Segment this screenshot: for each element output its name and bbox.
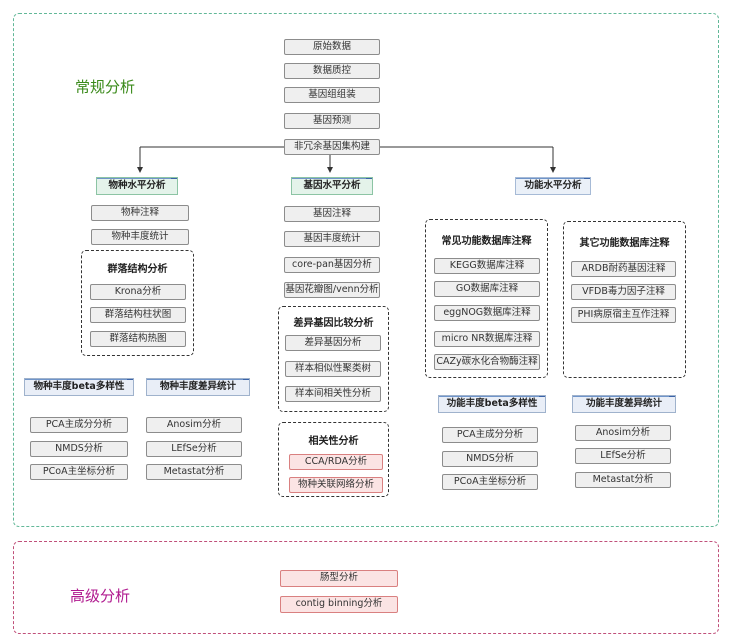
gene-abundance-stats[interactable]: 基因丰度统计 bbox=[284, 231, 380, 247]
gene-level-header: 基因水平分析 bbox=[291, 177, 373, 195]
other-function-db-group bbox=[563, 221, 686, 378]
eggnog-annotation[interactable]: eggNOG数据库注释 bbox=[434, 305, 540, 321]
community-structure-title: 群落结构分析 bbox=[107, 264, 168, 275]
diff-gene-compare-title: 差异基因比较分析 bbox=[293, 318, 374, 329]
pipeline-step-gene-prediction[interactable]: 基因预测 bbox=[284, 113, 380, 129]
other-function-db-title: 其它功能数据库注释 bbox=[579, 238, 670, 249]
community-structure-group bbox=[81, 250, 194, 356]
community-bar-chart[interactable]: 群落结构柱状图 bbox=[90, 307, 186, 323]
enterotype-analysis[interactable]: 肠型分析 bbox=[280, 570, 398, 587]
function-anosim[interactable]: Anosim分析 bbox=[575, 425, 671, 441]
correlation-title: 相关性分析 bbox=[308, 436, 359, 447]
kegg-annotation[interactable]: KEGG数据库注释 bbox=[434, 258, 540, 274]
routine-analysis-title: 常规分析 bbox=[75, 78, 136, 96]
function-nmds[interactable]: NMDS分析 bbox=[442, 451, 538, 467]
function-pca[interactable]: PCA主成分分析 bbox=[442, 427, 538, 443]
correlation-group bbox=[278, 422, 389, 497]
species-lefse[interactable]: LEfSe分析 bbox=[146, 441, 242, 457]
species-nmds[interactable]: NMDS分析 bbox=[30, 441, 128, 457]
advanced-analysis-title: 高级分析 bbox=[70, 587, 131, 605]
species-diff-stats-header: 物种丰度差异统计 bbox=[146, 378, 250, 396]
phi-annotation[interactable]: PHI病原宿主互作注释 bbox=[571, 307, 676, 323]
routine-analysis-section bbox=[13, 13, 719, 527]
go-annotation[interactable]: GO数据库注释 bbox=[434, 281, 540, 297]
ardb-annotation[interactable]: ARDB耐药基因注释 bbox=[571, 261, 676, 277]
common-function-db-title: 常见功能数据库注释 bbox=[441, 236, 532, 247]
species-pcoa[interactable]: PCoA主坐标分析 bbox=[30, 464, 128, 480]
function-level-header: 功能水平分析 bbox=[515, 177, 591, 195]
sample-correlation[interactable]: 样本间相关性分析 bbox=[285, 386, 381, 402]
pipeline-step-nonredundant-geneset[interactable]: 非冗余基因集构建 bbox=[284, 139, 380, 155]
vfdb-annotation[interactable]: VFDB毒力因子注释 bbox=[571, 284, 676, 300]
contig-binning-analysis[interactable]: contig binning分析 bbox=[280, 596, 398, 613]
function-beta-diversity-header: 功能丰度beta多样性 bbox=[438, 395, 546, 413]
species-abundance-stats[interactable]: 物种丰度统计 bbox=[91, 229, 189, 245]
community-heatmap[interactable]: 群落结构热图 bbox=[90, 331, 186, 347]
species-beta-diversity-header: 物种丰度beta多样性 bbox=[24, 378, 134, 396]
micro-nr-annotation[interactable]: micro NR数据库注释 bbox=[434, 331, 540, 347]
diff-gene-compare-group bbox=[278, 306, 389, 412]
pipeline-step-qc[interactable]: 数据质控 bbox=[284, 63, 380, 79]
function-lefse[interactable]: LEfSe分析 bbox=[575, 448, 671, 464]
sample-cluster-tree[interactable]: 样本相似性聚类树 bbox=[285, 361, 381, 377]
species-metastat[interactable]: Metastat分析 bbox=[146, 464, 242, 480]
krona-analysis[interactable]: Krona分析 bbox=[90, 284, 186, 300]
species-annotation[interactable]: 物种注释 bbox=[91, 205, 189, 221]
gene-venn-analysis[interactable]: 基因花瓣图/venn分析 bbox=[284, 282, 380, 298]
function-pcoa[interactable]: PCoA主坐标分析 bbox=[442, 474, 538, 490]
common-function-db-group bbox=[425, 219, 548, 378]
pipeline-step-raw-data[interactable]: 原始数据 bbox=[284, 39, 380, 55]
species-pca[interactable]: PCA主成分分析 bbox=[30, 417, 128, 433]
core-pan-analysis[interactable]: core-pan基因分析 bbox=[284, 257, 380, 273]
species-level-header: 物种水平分析 bbox=[96, 177, 178, 195]
function-metastat[interactable]: Metastat分析 bbox=[575, 472, 671, 488]
gene-annotation[interactable]: 基因注释 bbox=[284, 206, 380, 222]
diff-gene-analysis[interactable]: 差异基因分析 bbox=[285, 335, 381, 351]
advanced-analysis-section bbox=[13, 541, 719, 634]
pipeline-step-assembly[interactable]: 基因组组装 bbox=[284, 87, 380, 103]
cazy-annotation[interactable]: CAZy碳水化合物酶注释 bbox=[434, 354, 540, 370]
function-diff-stats-header: 功能丰度差异统计 bbox=[572, 395, 676, 413]
cca-rda-analysis[interactable]: CCA/RDA分析 bbox=[289, 454, 383, 470]
species-network-analysis[interactable]: 物种关联网络分析 bbox=[289, 477, 383, 493]
species-anosim[interactable]: Anosim分析 bbox=[146, 417, 242, 433]
